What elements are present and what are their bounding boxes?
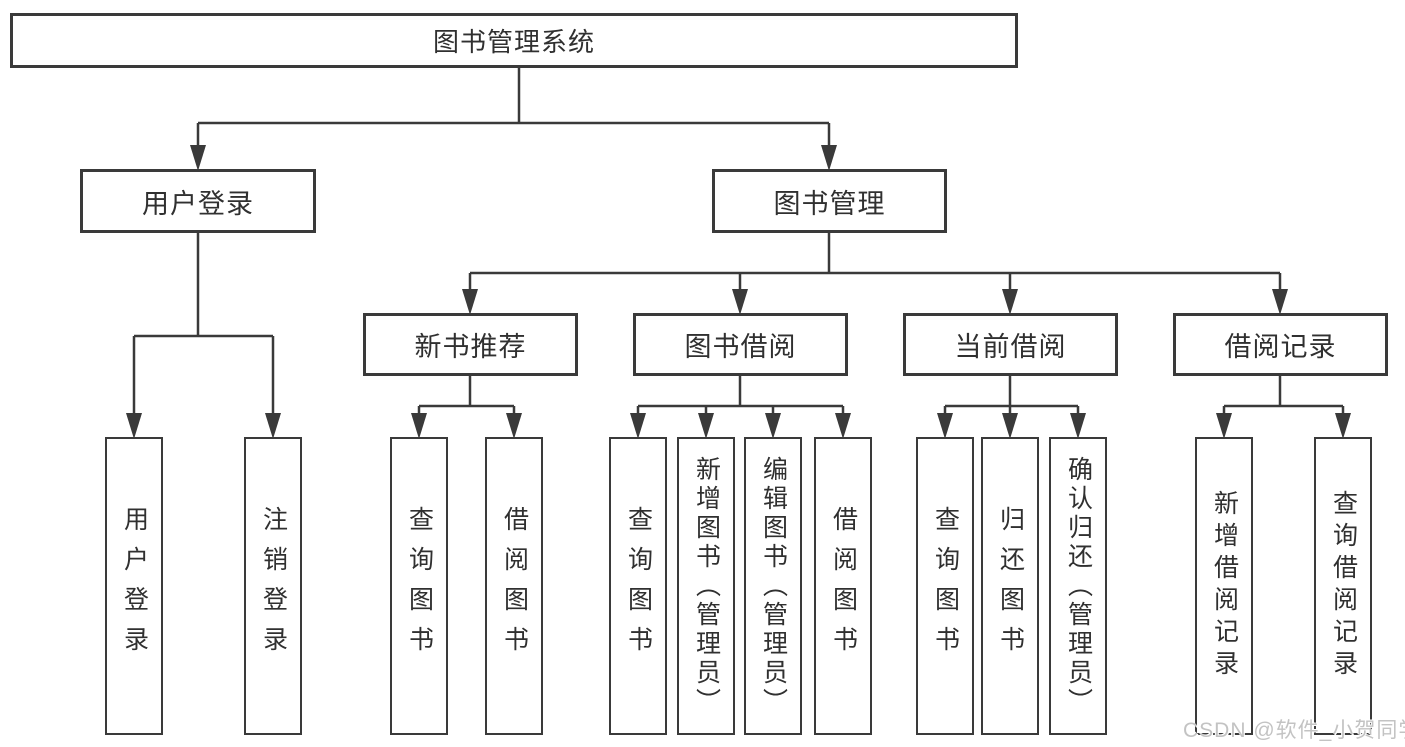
leaf-label: 新增借阅记录	[1210, 490, 1239, 682]
leaf-label: 查询图书	[931, 506, 960, 666]
leaf-current-query-books: 查询图书	[916, 437, 974, 735]
leaf-borrow-query-books: 查询图书	[609, 437, 667, 735]
node-user-login: 用户登录	[80, 169, 316, 233]
leaf-label: 查询图书	[405, 506, 434, 666]
leaf-label: 新增图书（管理员）	[692, 455, 721, 717]
leaf-add-books-admin: 新增图书（管理员）	[677, 437, 735, 735]
leaf-label: 查询图书	[624, 506, 653, 666]
leaf-confirm-return-admin: 确认归还（管理员）	[1049, 437, 1107, 735]
leaf-label: 用户登录	[120, 506, 149, 666]
tree-edges	[132, 68, 1345, 414]
node-new-book-recommend: 新书推荐	[363, 313, 578, 376]
leaf-add-borrow-record: 新增借阅记录	[1195, 437, 1253, 735]
leaf-edit-books-admin: 编辑图书（管理员）	[744, 437, 802, 735]
node-library-management-system: 图书管理系统	[10, 13, 1018, 68]
leaf-borrow-books: 借阅图书	[814, 437, 872, 735]
node-book-borrow: 图书借阅	[633, 313, 848, 376]
leaf-recommend-borrow-books: 借阅图书	[485, 437, 543, 735]
leaf-user-login: 用户登录	[105, 437, 163, 735]
leaf-logout: 注销登录	[244, 437, 302, 735]
node-borrow-records: 借阅记录	[1173, 313, 1388, 376]
leaf-label: 借阅图书	[500, 506, 529, 666]
node-book-management: 图书管理	[712, 169, 947, 233]
leaf-label: 借阅图书	[829, 506, 858, 666]
leaf-label: 查询借阅记录	[1329, 490, 1358, 682]
leaf-query-borrow-record: 查询借阅记录	[1314, 437, 1372, 735]
node-current-borrow: 当前借阅	[903, 313, 1118, 376]
leaf-label: 确认归还（管理员）	[1064, 455, 1093, 717]
csdn-watermark: CSDN @软件_小贺同学	[1183, 719, 1405, 742]
leaf-label: 注销登录	[259, 506, 288, 666]
leaf-return-books: 归还图书	[981, 437, 1039, 735]
arrowheads	[126, 145, 1351, 439]
leaf-label: 归还图书	[996, 506, 1025, 666]
leaf-recommend-query-books: 查询图书	[390, 437, 448, 735]
leaf-label: 编辑图书（管理员）	[759, 455, 788, 717]
